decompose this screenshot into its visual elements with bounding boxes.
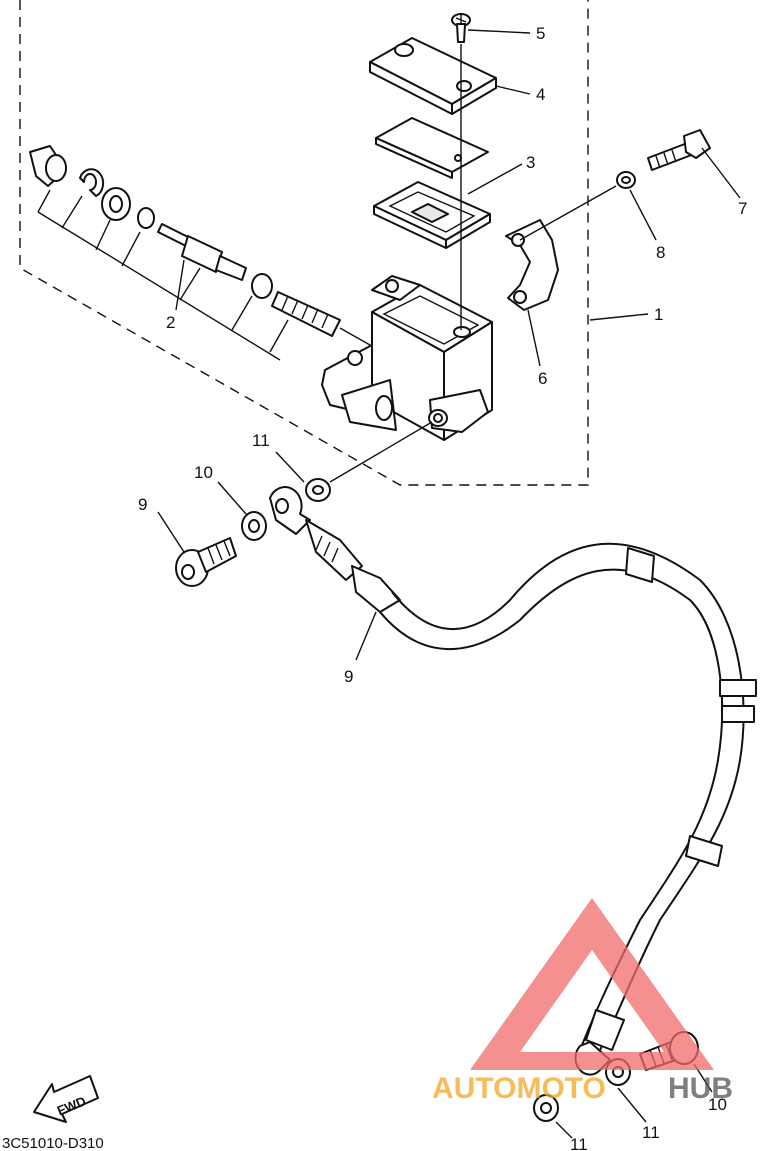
fwd-arrow: FWD <box>33 1075 99 1123</box>
callout-4: 4 <box>536 85 545 104</box>
reservoir-cap <box>369 37 497 115</box>
watermark-logo-icon <box>470 898 714 1070</box>
callout-10-upper: 9 <box>138 495 147 514</box>
callout-10-lower: 10 <box>708 1095 727 1114</box>
diagram-code: 3C51010-D310 <box>2 1135 104 1151</box>
callouts: 5 4 3 7 8 1 2 6 11 10 9 3 9 10 11 11 <box>138 24 747 1151</box>
callout-11-upper-b: 11 <box>252 431 270 450</box>
axis-line-piston <box>339 327 371 346</box>
reservoir-plate <box>375 117 489 179</box>
union-bolt-upper <box>175 537 237 587</box>
master-cylinder-body <box>321 275 493 441</box>
watermark-text-hub: HUB <box>668 1072 733 1105</box>
cap-screw <box>451 13 471 43</box>
holder-bolt <box>647 129 711 171</box>
copper-washer-lower-a <box>533 1094 559 1122</box>
copper-washer-upper-b <box>305 478 331 502</box>
kit-bracket <box>37 189 289 361</box>
leader-lines <box>157 29 741 1139</box>
callout-8: 8 <box>656 243 665 262</box>
watermark: AUTOMOTO HUB <box>432 898 733 1105</box>
callout-11-lower-a: 11 <box>570 1135 588 1151</box>
axis-line-bolt <box>519 185 617 241</box>
washer-8 <box>616 171 636 189</box>
callout-11-lower-b: 11 <box>642 1123 660 1142</box>
holder-bracket <box>505 219 559 311</box>
callout-3: 3 <box>526 153 535 172</box>
assembly-boundary <box>19 0 589 486</box>
callout-2: 2 <box>166 313 175 332</box>
callout-11-upper-a: 10 <box>194 463 213 482</box>
piston-kit <box>29 145 341 337</box>
copper-washer-upper-a <box>241 511 267 541</box>
axis-line-upper <box>329 421 433 483</box>
callout-6: 6 <box>538 369 547 388</box>
watermark-text-automoto: AUTOMOTO <box>432 1072 606 1105</box>
callout-1: 1 <box>654 305 663 324</box>
callout-5: 5 <box>536 24 545 43</box>
brake-hose <box>269 486 757 1076</box>
callout-7: 7 <box>738 199 747 218</box>
callout-9-label: 9 <box>344 667 353 686</box>
